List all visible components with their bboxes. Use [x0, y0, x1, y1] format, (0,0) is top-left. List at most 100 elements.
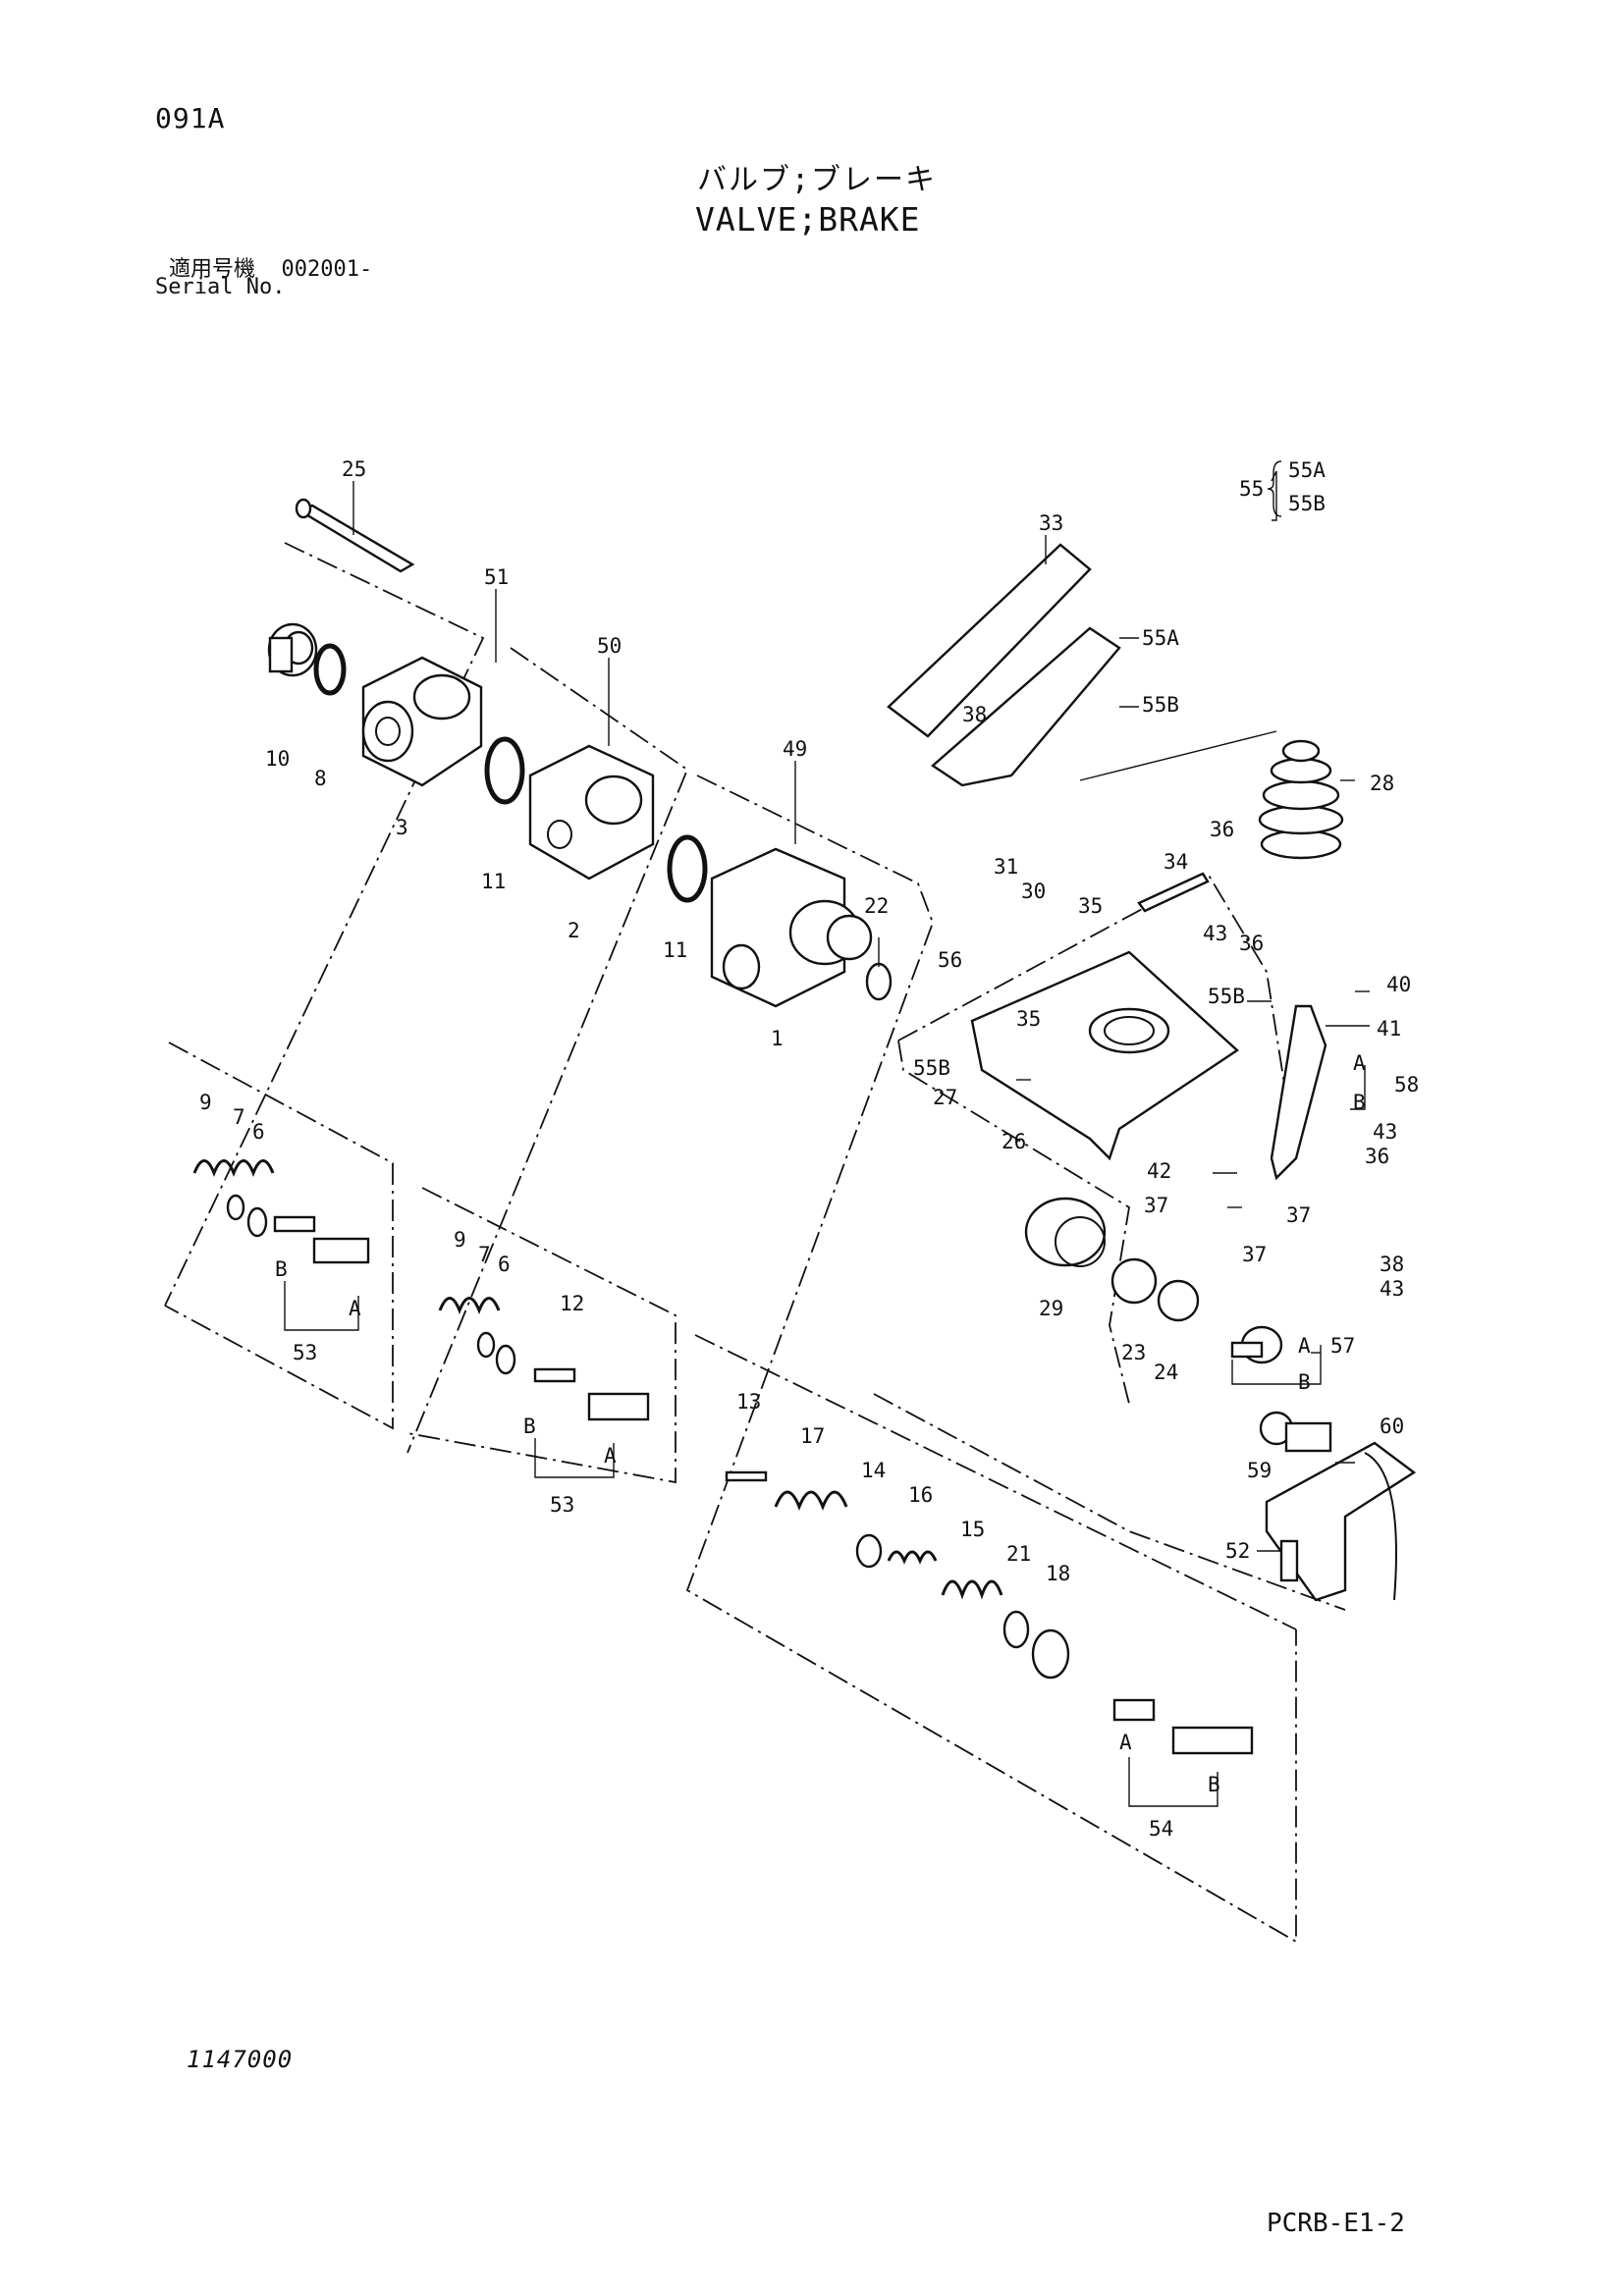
serial-label-japanese: 適用号機 002001- [169, 251, 372, 283]
valve-body-1 [710, 847, 873, 1008]
callout-56: 56 [938, 948, 962, 972]
callout-59: 59 [1247, 1459, 1272, 1482]
callout-37a: 37 [1144, 1194, 1168, 1217]
callout-17: 17 [800, 1424, 825, 1448]
callout-36a: 36 [1210, 818, 1234, 841]
callout-8: 8 [314, 767, 327, 790]
callout-1: 1 [771, 1027, 784, 1050]
callout-35b: 35 [1016, 1007, 1041, 1031]
callout-27: 27 [933, 1086, 957, 1109]
legend-55: 55 55A 55B [1239, 458, 1326, 517]
box-pedal-lower [897, 1040, 1130, 1405]
page-code: 091A [155, 102, 226, 134]
legend-item-55B: 55B [1288, 492, 1326, 515]
callout-49: 49 [783, 737, 807, 761]
seal-23 [1110, 1257, 1158, 1305]
plug-10 [267, 622, 318, 677]
callout-labels: 25 51 50 49 10 8 3 11 2 11 1 22 9 7 6 B … [199, 457, 1419, 1841]
switch-57 [1230, 1325, 1283, 1364]
callout-42: 42 [1147, 1159, 1171, 1183]
callout-Aa: A [349, 1297, 361, 1320]
title-english: VALVE;BRAKE [695, 200, 921, 239]
callout-34: 34 [1164, 850, 1188, 874]
callout-10: 10 [265, 747, 290, 771]
rod-25 [295, 498, 415, 573]
callout-43a: 43 [1203, 922, 1227, 945]
pedal-55A [931, 626, 1121, 787]
callout-41: 41 [1377, 1017, 1401, 1041]
serial-label-english: Serial No. [155, 275, 286, 299]
callout-15: 15 [960, 1518, 985, 1541]
callout-6b: 6 [498, 1253, 511, 1276]
pin-34 [1137, 872, 1210, 913]
callout-2: 2 [568, 919, 580, 942]
callout-13: 13 [736, 1390, 761, 1414]
box-bottom-inner [694, 1334, 1297, 1630]
callout-33: 33 [1039, 511, 1063, 535]
cup-29 [1024, 1197, 1107, 1267]
callout-16: 16 [908, 1483, 933, 1507]
callout-22: 22 [864, 894, 889, 918]
box-mid-lower [406, 1187, 677, 1484]
callout-52: 52 [1225, 1539, 1250, 1563]
callout-Bd: B [1353, 1091, 1366, 1114]
switch-59-bracket-60 [1259, 1411, 1417, 1602]
callout-50: 50 [597, 634, 622, 658]
callout-7a: 7 [233, 1105, 245, 1129]
callout-6a: 6 [252, 1120, 265, 1144]
flange-3 [361, 656, 483, 787]
callout-Ab: A [604, 1444, 617, 1468]
box-right-49 [685, 774, 1297, 1944]
callout-21: 21 [1006, 1542, 1031, 1566]
callout-11-right: 11 [663, 938, 687, 962]
assembly-group-boxes [164, 542, 1346, 1944]
title-japanese: バルブ;ブレーキ [697, 163, 938, 197]
callout-23: 23 [1121, 1341, 1146, 1364]
callout-36b: 36 [1239, 932, 1264, 955]
callout-Ba: B [275, 1257, 288, 1281]
callout-18: 18 [1046, 1562, 1070, 1585]
callout-24: 24 [1154, 1361, 1178, 1384]
callout-Ac: A [1119, 1731, 1132, 1754]
callout-54: 54 [1149, 1817, 1173, 1841]
callout-26: 26 [1001, 1130, 1026, 1153]
callout-43c: 43 [1380, 1277, 1404, 1301]
callout-28: 28 [1370, 772, 1394, 795]
callout-55B-b: 55B [1208, 985, 1245, 1008]
callout-55B-c: 55B [913, 1056, 950, 1080]
callout-Bc: B [1208, 1773, 1220, 1796]
callout-36c: 36 [1365, 1145, 1389, 1168]
figure-number: 1147000 [187, 2046, 294, 2073]
callout-3: 3 [396, 816, 408, 839]
spool-assembly-mid [438, 1297, 650, 1421]
callout-Be: B [1298, 1370, 1311, 1394]
callout-Ae: A [1298, 1334, 1311, 1358]
spool-assembly-left [192, 1159, 370, 1264]
callout-29: 29 [1039, 1297, 1063, 1320]
callout-35a: 35 [1078, 894, 1103, 918]
pedal-pad-33 [887, 543, 1092, 738]
callout-25: 25 [342, 457, 366, 481]
callout-38b: 38 [1380, 1253, 1404, 1276]
leader-lines [284, 470, 1370, 1807]
callout-40: 40 [1386, 973, 1411, 996]
callout-Ad: A [1353, 1051, 1366, 1075]
o-ring-11-right [667, 834, 708, 903]
serial-label-jp: 適用号機 [169, 257, 256, 282]
callout-11-left: 11 [481, 870, 506, 893]
callout-14: 14 [861, 1459, 886, 1482]
lever-41 [1270, 1004, 1327, 1181]
cap-24 [1157, 1279, 1200, 1322]
spool-assembly-right [725, 1470, 1254, 1755]
callout-38a: 38 [962, 703, 987, 726]
callout-30: 30 [1021, 880, 1046, 903]
housing-2 [528, 744, 655, 881]
box-left-lower [164, 1041, 394, 1430]
callout-37b: 37 [1286, 1203, 1311, 1227]
bracket-base [970, 950, 1239, 1161]
callout-53a: 53 [293, 1341, 317, 1364]
box-mid-50 [406, 647, 689, 1454]
boot-28 [1258, 739, 1344, 860]
callout-51: 51 [484, 565, 509, 589]
